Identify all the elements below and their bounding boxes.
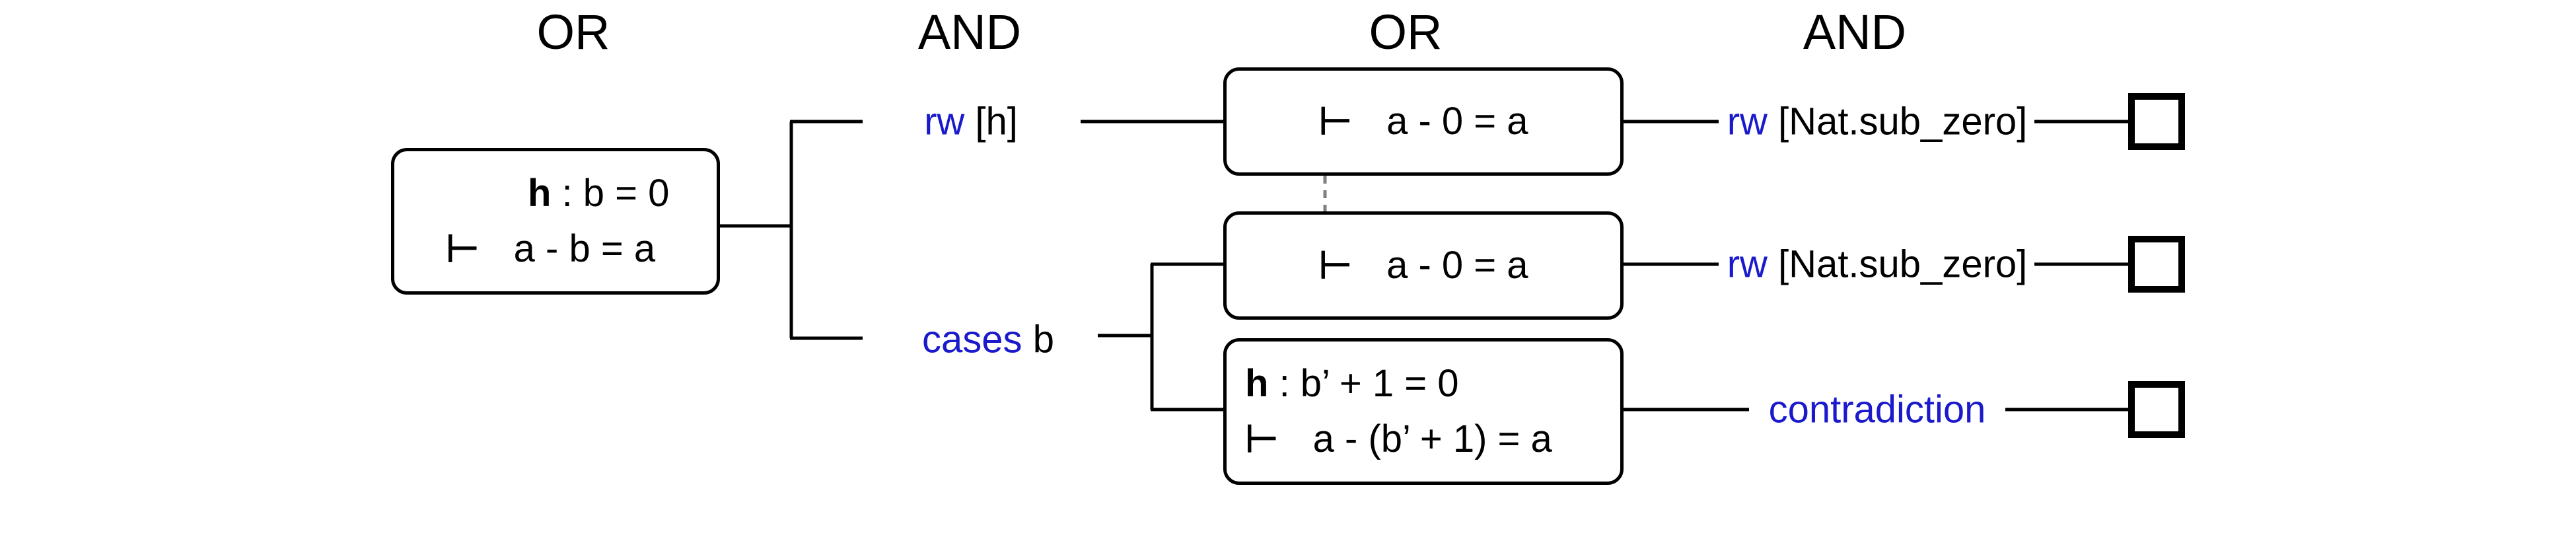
tactic-rw-h: rw [h] — [924, 100, 1018, 144]
root-goal-hypothesis: h : b = 0 — [446, 166, 717, 221]
tactic-argument: [Nat.sub_zero] — [1778, 100, 2028, 143]
column-header-and-2: AND — [1803, 5, 1907, 59]
qed-square-icon — [2128, 93, 2185, 150]
root-goal-target: a - b = a — [513, 227, 656, 270]
goal-case-succ-target: a - (b’ + 1) = a — [1312, 417, 1552, 460]
root-goal-box: h : b = 0 ⊢ a - b = a — [391, 148, 720, 295]
qed-square-icon — [2128, 381, 2185, 438]
tactic-keyword: rw — [924, 100, 965, 143]
column-header-and-1: AND — [917, 5, 1022, 59]
goal-case-zero-box: ⊢ a - 0 = a — [1223, 211, 1624, 320]
tactic-contradiction: contradiction — [1769, 388, 1986, 432]
turnstile-symbol: ⊢ — [1318, 244, 1352, 287]
qed-square-icon — [2128, 236, 2185, 293]
goal-after-rw-target-line: ⊢ a - 0 = a — [1318, 94, 1528, 149]
hypothesis-name: h — [528, 172, 552, 215]
column-header-or-2: OR — [1369, 5, 1443, 59]
tactic-argument: [h] — [975, 100, 1018, 143]
goal-case-zero-target-line: ⊢ a - 0 = a — [1318, 238, 1528, 293]
tactic-argument: [Nat.sub_zero] — [1778, 242, 2028, 286]
goal-after-rw-target: a - 0 = a — [1386, 100, 1528, 143]
tactic-keyword: cases — [922, 318, 1022, 361]
tactic-rw-sub-zero-2: rw [Nat.sub_zero] — [1727, 242, 2028, 287]
hypothesis-type: : b = 0 — [561, 172, 670, 215]
tactic-keyword: rw — [1727, 100, 1768, 143]
goal-after-rw-box: ⊢ a - 0 = a — [1223, 67, 1624, 176]
turnstile-symbol: ⊢ — [446, 227, 480, 270]
tactic-cases-b: cases b — [922, 318, 1054, 362]
hypothesis-type: : b’ + 1 = 0 — [1279, 362, 1459, 405]
tactic-keyword: contradiction — [1768, 388, 1986, 431]
column-header-or-1: OR — [536, 5, 610, 59]
tactic-argument: b — [1032, 318, 1054, 361]
goal-case-succ-box: h : b’ + 1 = 0 ⊢ a - (b’ + 1) = a — [1223, 338, 1624, 485]
root-goal-target-line: ⊢ a - b = a — [446, 221, 717, 277]
turnstile-symbol: ⊢ — [1245, 417, 1279, 460]
tactic-keyword: rw — [1727, 242, 1768, 286]
goal-case-succ-target-line: ⊢ a - (b’ + 1) = a — [1245, 412, 1620, 467]
turnstile-symbol: ⊢ — [1318, 100, 1352, 143]
goal-case-succ-hypothesis: h : b’ + 1 = 0 — [1245, 356, 1620, 412]
goal-case-zero-target: a - 0 = a — [1386, 244, 1528, 287]
tactic-rw-sub-zero-1: rw [Nat.sub_zero] — [1727, 100, 2028, 144]
hypothesis-name: h — [1245, 362, 1269, 405]
